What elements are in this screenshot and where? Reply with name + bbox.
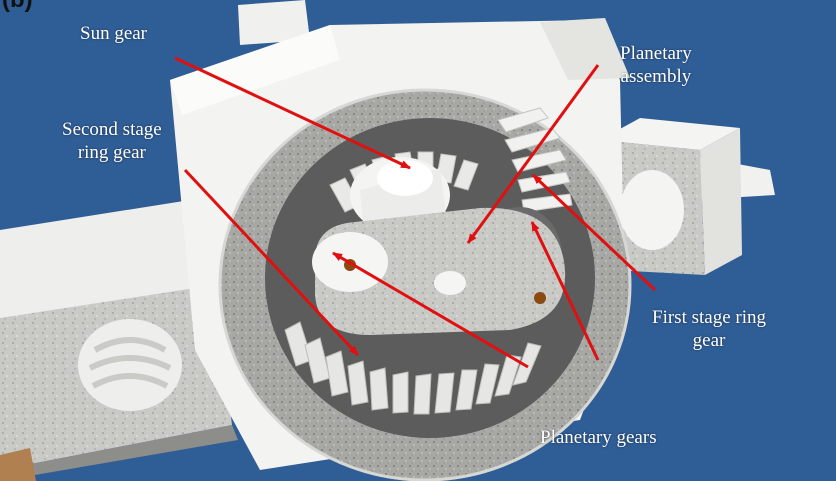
label-first-stage-line1: First stage ring	[652, 306, 766, 329]
label-planetary-gears: Planetary gears	[540, 426, 657, 449]
label-first-stage-line2: gear	[652, 329, 766, 352]
pin-right	[534, 292, 546, 304]
label-planetary-gears-text: Planetary gears	[540, 427, 657, 448]
label-sun-gear: Sun gear	[80, 22, 147, 45]
label-planetary-assembly-line1: Planetary	[620, 42, 692, 65]
label-planetary-assembly-line2: assembly	[620, 65, 692, 88]
label-sun-gear-text: Sun gear	[80, 23, 147, 44]
label-planetary-assembly: Planetary assembly	[620, 42, 692, 88]
label-second-stage-line1: Second stage	[62, 118, 162, 141]
label-first-stage-ring-gear: First stage ring gear	[652, 306, 766, 352]
panel-tag: (b)	[2, 0, 33, 14]
label-second-stage-line2: ring gear	[62, 141, 162, 164]
label-second-stage-ring-gear: Second stage ring gear	[62, 118, 162, 164]
